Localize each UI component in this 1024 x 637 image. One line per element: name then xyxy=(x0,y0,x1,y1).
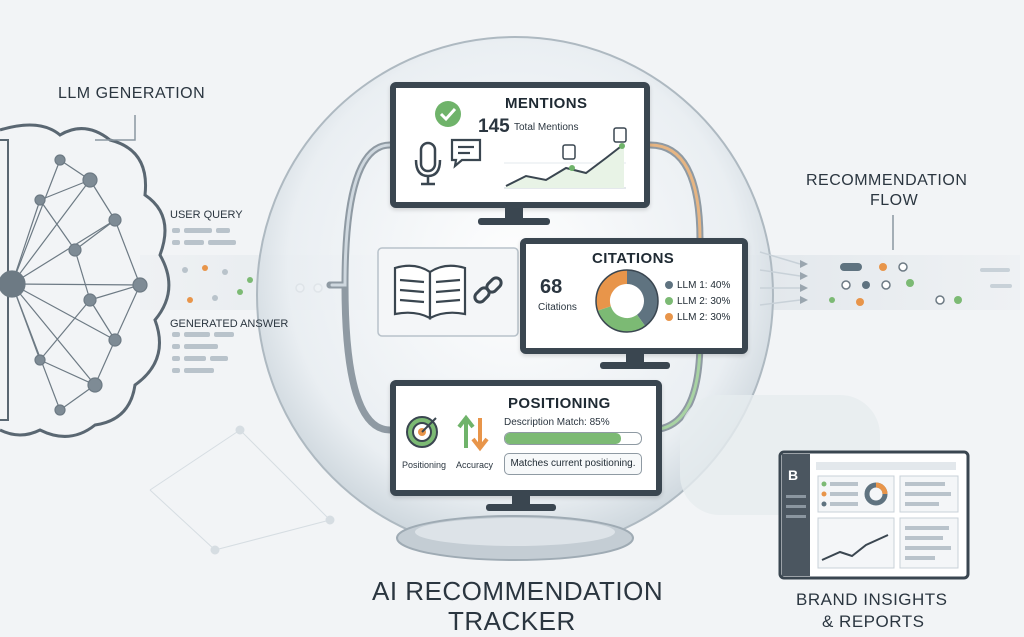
pie-slice-1 xyxy=(597,305,646,332)
description-match-label: Description Match: 85% xyxy=(504,417,610,428)
flow-right xyxy=(759,251,801,306)
main-title-line1: AI RECOMMENDATION xyxy=(372,576,664,606)
main-title-line2: TRACKER xyxy=(448,606,576,636)
description-match-fill xyxy=(505,433,621,444)
target-icon xyxy=(406,416,438,448)
user-query-lines xyxy=(172,228,236,373)
up-down-arrows-icon xyxy=(457,414,489,452)
mentions-title: MENTIONS xyxy=(505,95,588,112)
legend-label-2: LLM 2: 30% xyxy=(677,312,731,323)
report-dashboard-icon: B xyxy=(778,450,970,580)
mentions-count-label: Total Mentions xyxy=(514,122,579,133)
llm-generation-label: LLM GENERATION xyxy=(58,85,206,102)
mentions-trend-chart xyxy=(504,127,627,189)
pie-slice-2 xyxy=(596,270,628,311)
citations-legend: LLM 1: 40% LLM 2: 30% LLM 2: 30% xyxy=(665,278,730,326)
citations-title: CITATIONS xyxy=(592,250,675,267)
citations-count: 68 xyxy=(540,276,563,298)
user-query-label: USER QUERY xyxy=(170,209,243,221)
legend-item-1: LLM 2: 30% xyxy=(665,294,730,310)
positioning-icon-label: Positioning xyxy=(402,460,447,470)
legend-label-1: LLM 2: 30% xyxy=(677,296,731,307)
mentions-count: 145 xyxy=(478,116,510,137)
check-icon xyxy=(435,101,461,127)
brand-insights-label-1: BRAND INSIGHTS xyxy=(796,590,948,609)
legend-item-0: LLM 1: 40% xyxy=(665,278,730,294)
svg-text:B: B xyxy=(788,467,798,483)
citations-pie-chart xyxy=(595,269,659,333)
positioning-stand xyxy=(512,496,530,506)
legend-item-2: LLM 2: 30% xyxy=(665,310,730,326)
accuracy-icon-label: Accuracy xyxy=(456,460,494,470)
legend-swatch-2 xyxy=(665,313,673,322)
microphone-icon xyxy=(414,141,442,186)
description-match-bar xyxy=(504,432,642,445)
generated-answer-label: GENERATED ANSWER xyxy=(170,318,289,330)
mentions-stand-base xyxy=(478,218,550,225)
citations-count-label: Citations xyxy=(538,302,577,313)
book-icon xyxy=(393,264,467,320)
positioning-status: Matches current positioning. xyxy=(504,453,642,475)
llm-pointer-line xyxy=(95,115,136,141)
flow-arrows xyxy=(800,260,808,304)
flow-dots-right xyxy=(829,262,1012,306)
positioning-status-text: Matches current positioning. xyxy=(510,458,636,469)
brand-insights-label-2: & REPORTS xyxy=(822,612,925,631)
citations-stand xyxy=(626,354,644,364)
legend-swatch-1 xyxy=(665,297,673,306)
chat-bubble-icon xyxy=(450,138,482,169)
mentions-graphics xyxy=(414,101,627,189)
mentions-stand xyxy=(505,208,523,220)
positioning-stand-base xyxy=(486,504,556,511)
pie-outline xyxy=(595,269,659,333)
legend-label-0: LLM 1: 40% xyxy=(677,280,731,291)
positioning-title: POSITIONING xyxy=(508,395,611,412)
pie-slice-0 xyxy=(626,270,658,327)
legend-swatch-0 xyxy=(665,281,673,290)
background-network xyxy=(149,425,335,555)
recommendation-flow-label-2: FLOW xyxy=(870,192,919,209)
recommendation-flow-label-1: RECOMMENDATION xyxy=(806,172,968,189)
positioning-icons xyxy=(406,414,489,452)
link-icon xyxy=(473,276,503,304)
citations-monitor xyxy=(520,238,748,354)
citations-stand-base xyxy=(600,362,670,369)
brain-network xyxy=(0,154,148,416)
